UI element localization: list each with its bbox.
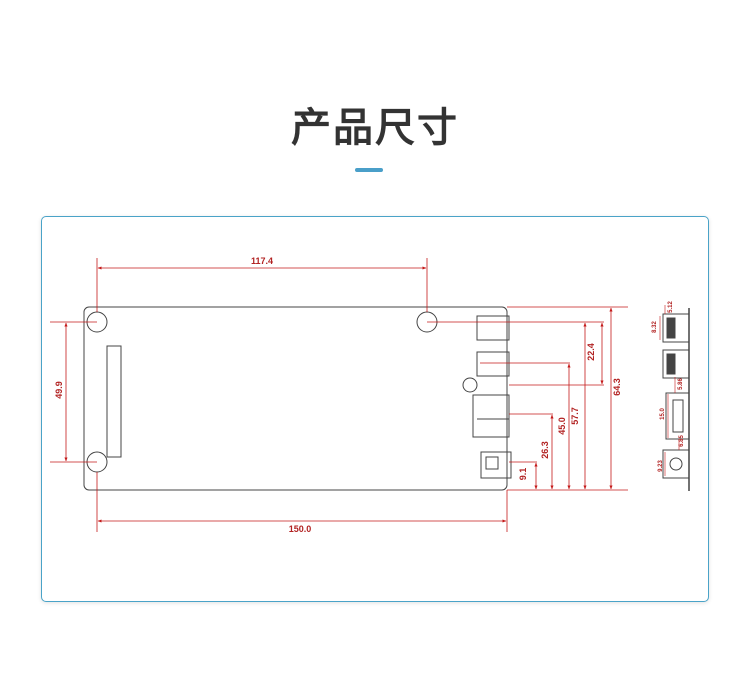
- diagram-card: [41, 216, 709, 602]
- ethernet-port: [472, 394, 510, 438]
- title-underline: [355, 168, 383, 172]
- usb-port-top: [476, 315, 510, 341]
- dim-right-22-4: 22.4: [586, 343, 596, 361]
- board-outline: [83, 306, 508, 491]
- dim-left-height: 49.9: [54, 381, 64, 399]
- dim-right-64-3: 64.3: [612, 378, 622, 396]
- mounting-holes: [86, 311, 438, 473]
- side-dim-5-86: 5.86: [678, 378, 684, 390]
- side-usb-second: [662, 349, 690, 379]
- dim-right-45-0: 45.0: [557, 417, 567, 435]
- dim-right-26-3: 26.3: [540, 441, 550, 459]
- side-dim-8-32: 8.32: [652, 321, 658, 333]
- side-dim-5-12: 5.12: [668, 301, 674, 313]
- audio-jack: [462, 377, 478, 393]
- side-usb-top: [662, 313, 690, 343]
- side-view: [662, 308, 690, 491]
- dim-right-9-1: 9.1: [518, 468, 528, 481]
- side-dim-6-85: 6.85: [679, 435, 685, 447]
- dim-bottom-width: 150.0: [289, 524, 312, 534]
- left-connector: [106, 345, 122, 458]
- dim-top-width: 117.4: [251, 256, 273, 266]
- side-dimension-lines: [659, 305, 680, 476]
- side-power: [662, 449, 690, 479]
- side-dim-9-23: 9.23: [658, 460, 664, 472]
- dimension-lines: [50, 258, 628, 532]
- right-ports: [462, 315, 512, 479]
- side-dim-15-0: 15.0: [660, 408, 666, 420]
- power-port: [480, 451, 512, 479]
- page-title: 产品尺寸: [291, 105, 459, 151]
- side-hdmi: [665, 392, 690, 440]
- usb-port-second: [476, 351, 510, 377]
- dim-right-57-7: 57.7: [570, 407, 580, 425]
